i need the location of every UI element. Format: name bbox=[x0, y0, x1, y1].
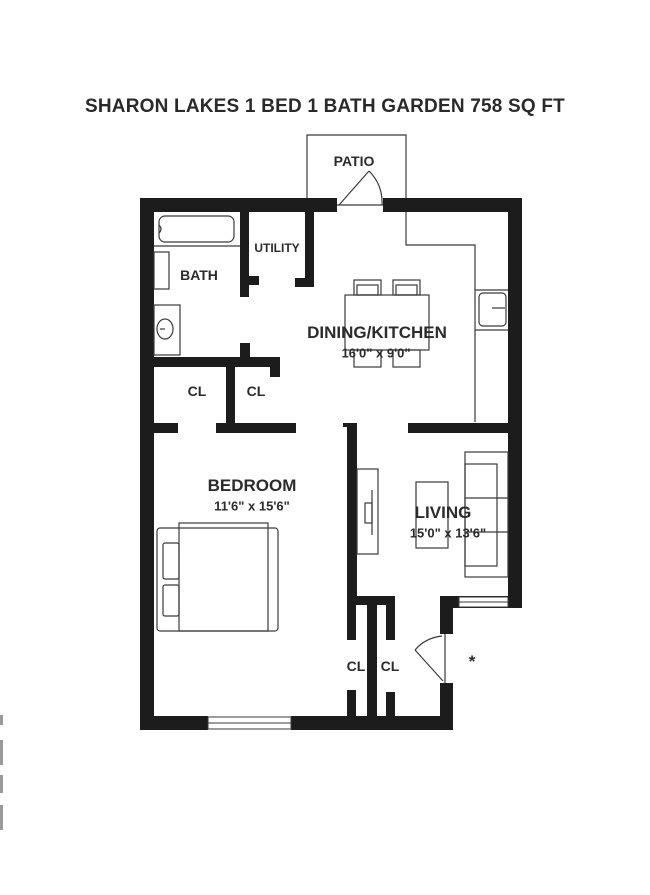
toilet-icon bbox=[153, 251, 170, 290]
coffee-table-icon bbox=[415, 481, 449, 549]
room-label-bath: BATH bbox=[180, 267, 218, 283]
room-dimensions-dining-kitchen: 16'0" x 9'0" bbox=[341, 345, 411, 361]
room-label-living: LIVING bbox=[414, 503, 472, 522]
room-dimensions-living: 15'0" x 13'6" bbox=[409, 525, 487, 541]
scan-artifact bbox=[0, 805, 3, 830]
dining-table-icon bbox=[344, 279, 430, 368]
sink-icon bbox=[153, 304, 181, 356]
patio-door-icon bbox=[337, 170, 383, 206]
sofa-icon bbox=[464, 451, 509, 578]
page-title: SHARON LAKES 1 BED 1 BATH GARDEN 758 SQ … bbox=[85, 96, 565, 117]
entry-marker: * bbox=[468, 652, 476, 671]
kitchen-sink-icon bbox=[478, 292, 507, 327]
bed-icon bbox=[156, 522, 279, 632]
room-label-closet-1: CL bbox=[187, 383, 207, 399]
entry-door-icon bbox=[414, 634, 446, 683]
kitchen-counters bbox=[405, 212, 508, 422]
interior-walls bbox=[154, 212, 508, 716]
room-label-patio: PATIO bbox=[333, 153, 375, 169]
patio-area bbox=[306, 134, 407, 205]
room-label-dining-kitchen: DINING/KITCHEN bbox=[307, 323, 447, 342]
room-label-closet-3: CL bbox=[346, 658, 366, 674]
bathtub-icon bbox=[154, 215, 240, 247]
tv-console-icon bbox=[356, 468, 379, 555]
room-dimensions-bedroom: 11'6" x 15'6" bbox=[214, 498, 290, 514]
room-label-closet-4: CL bbox=[380, 658, 400, 674]
scan-artifact bbox=[0, 775, 3, 793]
scan-artifact bbox=[0, 740, 3, 765]
room-label-bedroom: BEDROOM bbox=[207, 476, 297, 495]
room-label-utility: UTILITY bbox=[254, 241, 300, 255]
windows bbox=[207, 596, 509, 730]
scan-artifact bbox=[0, 715, 3, 725]
room-label-closet-2: CL bbox=[246, 383, 266, 399]
